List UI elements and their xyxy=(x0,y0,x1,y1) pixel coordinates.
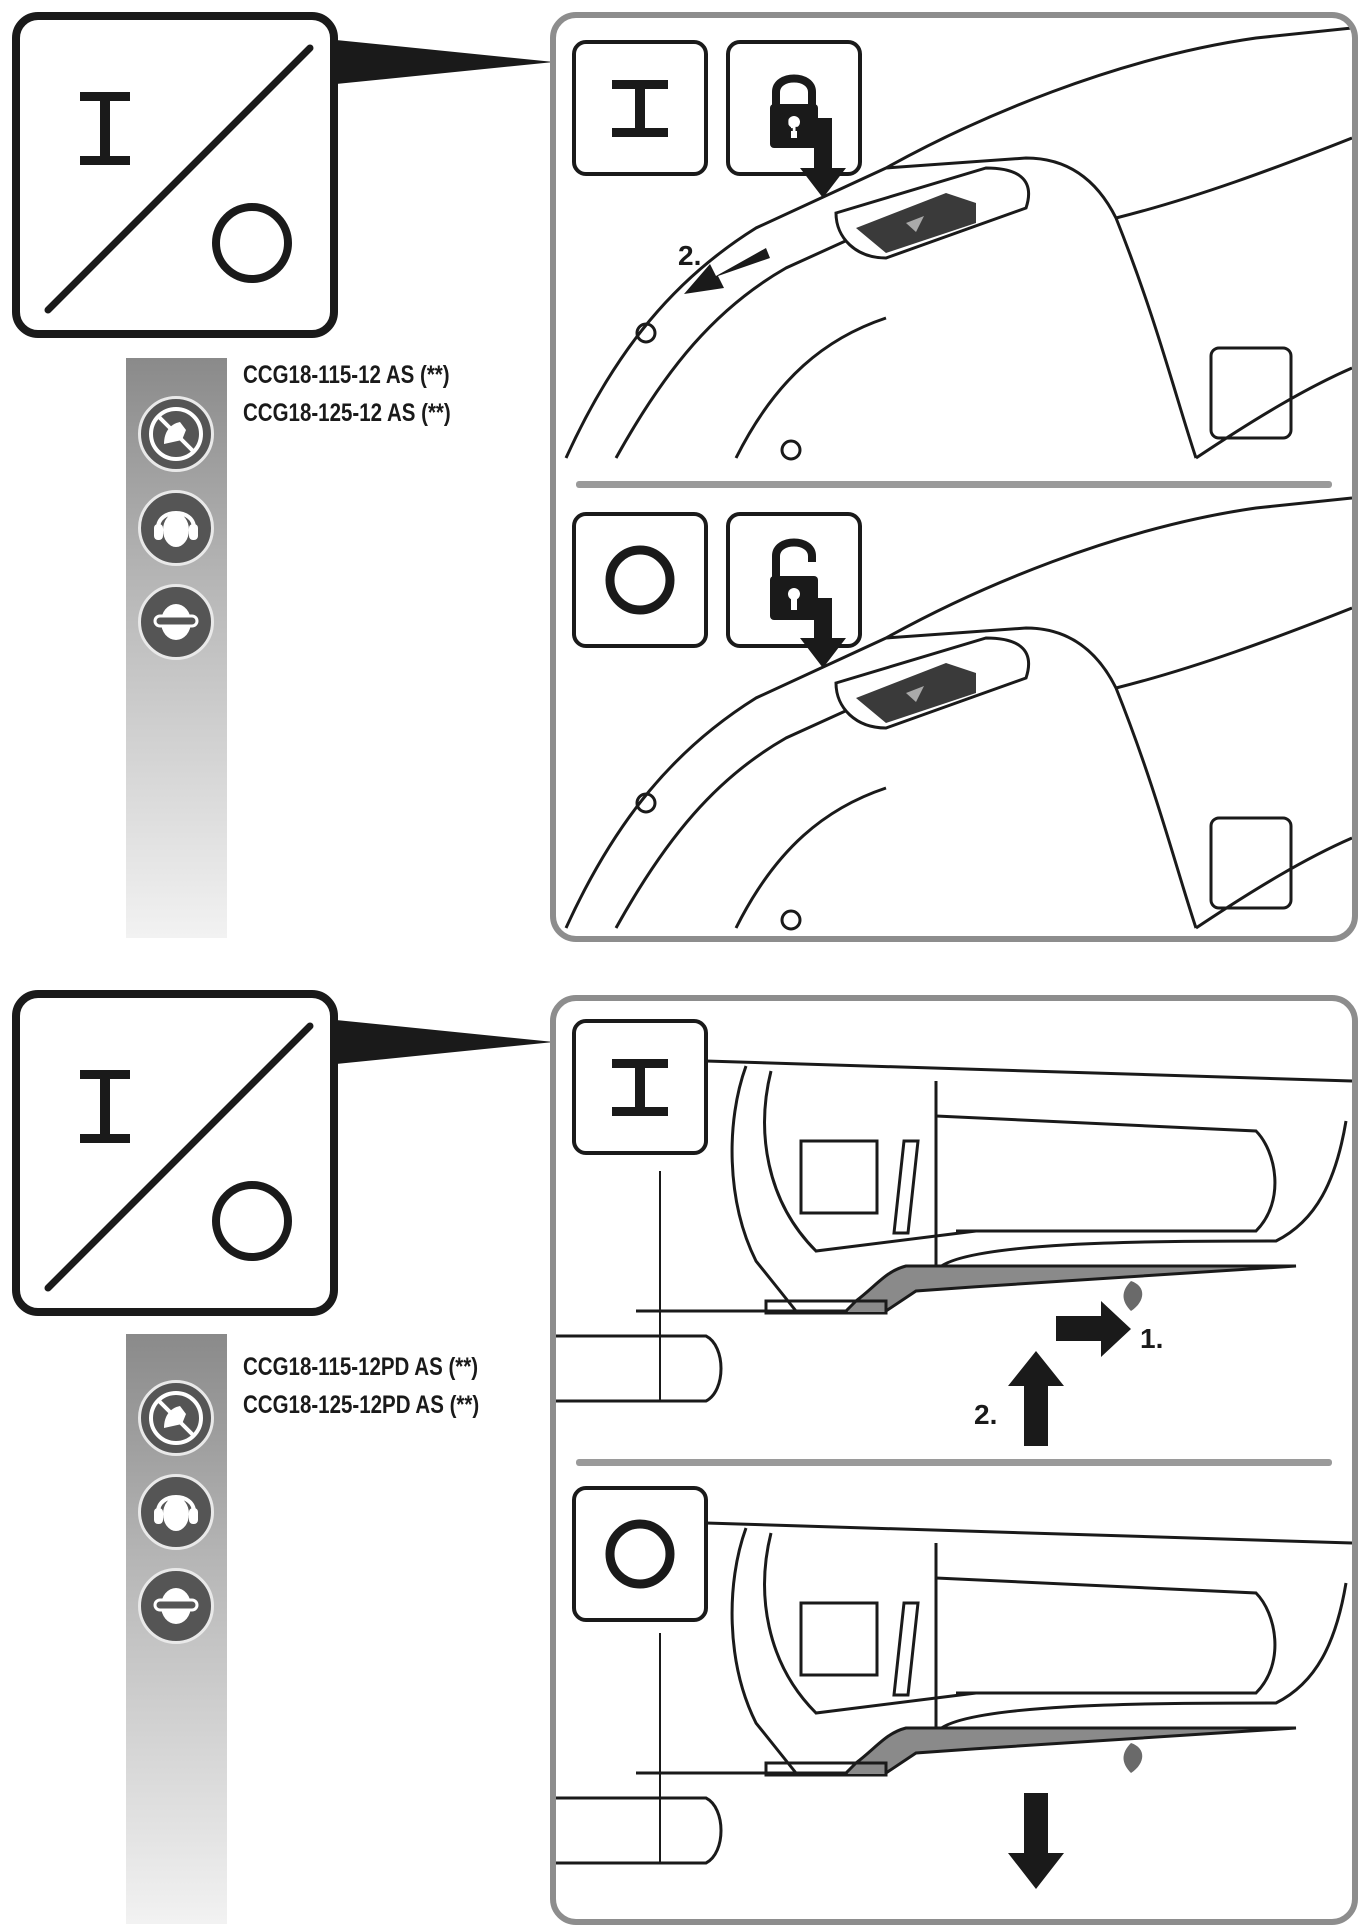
lock-open-icon xyxy=(726,512,862,648)
grinder-side-view-off xyxy=(556,1521,1352,1889)
eye-protection-icon xyxy=(138,584,214,660)
step-label: 2. xyxy=(974,1399,998,1430)
model-list-bottom: CCG18-115-12PD AS (**) CCG18-125-12PD AS… xyxy=(243,1348,479,1424)
model-name: CCG18-125-12PD AS (**) xyxy=(243,1391,480,1419)
on-off-icon xyxy=(44,1022,314,1292)
model-list-top: CCG18-115-12 AS (**) CCG18-125-12 AS (**… xyxy=(243,356,451,432)
ear-protection-icon xyxy=(138,490,214,566)
off-symbol-icon xyxy=(572,512,708,648)
no-gloves-icon xyxy=(138,396,214,472)
grinder-top-view-on xyxy=(564,26,1352,461)
panel-divider xyxy=(576,481,1332,488)
step-label: 1. xyxy=(778,106,802,137)
step-label: 2. xyxy=(678,240,702,271)
on-off-icon xyxy=(44,44,314,314)
eye-protection-icon xyxy=(138,1568,214,1644)
panel-divider xyxy=(576,1459,1332,1466)
switch-illustration-panel-bottom: 1. 2. xyxy=(550,995,1358,1925)
step-label: 1. xyxy=(1140,1323,1164,1354)
ear-protection-icon xyxy=(138,1474,214,1550)
no-gloves-icon xyxy=(138,1380,214,1456)
model-name: CCG18-125-12 AS (**) xyxy=(243,399,451,427)
model-name: CCG18-115-12 AS (**) xyxy=(243,361,450,389)
callout-pointer xyxy=(336,40,554,84)
on-off-symbol-bottom xyxy=(12,990,338,1316)
lock-closed-icon xyxy=(726,40,862,176)
grinder-side-view-on xyxy=(556,1059,1352,1446)
off-symbol-icon xyxy=(572,1486,708,1622)
on-symbol-icon xyxy=(572,40,708,176)
on-off-symbol-top xyxy=(12,12,338,338)
switch-illustration-panel-top: 1. 2. xyxy=(550,12,1358,942)
grinder-top-view-off xyxy=(564,496,1352,931)
on-symbol-icon xyxy=(572,1019,708,1155)
callout-pointer xyxy=(336,1020,554,1064)
model-name: CCG18-115-12PD AS (**) xyxy=(243,1353,479,1381)
